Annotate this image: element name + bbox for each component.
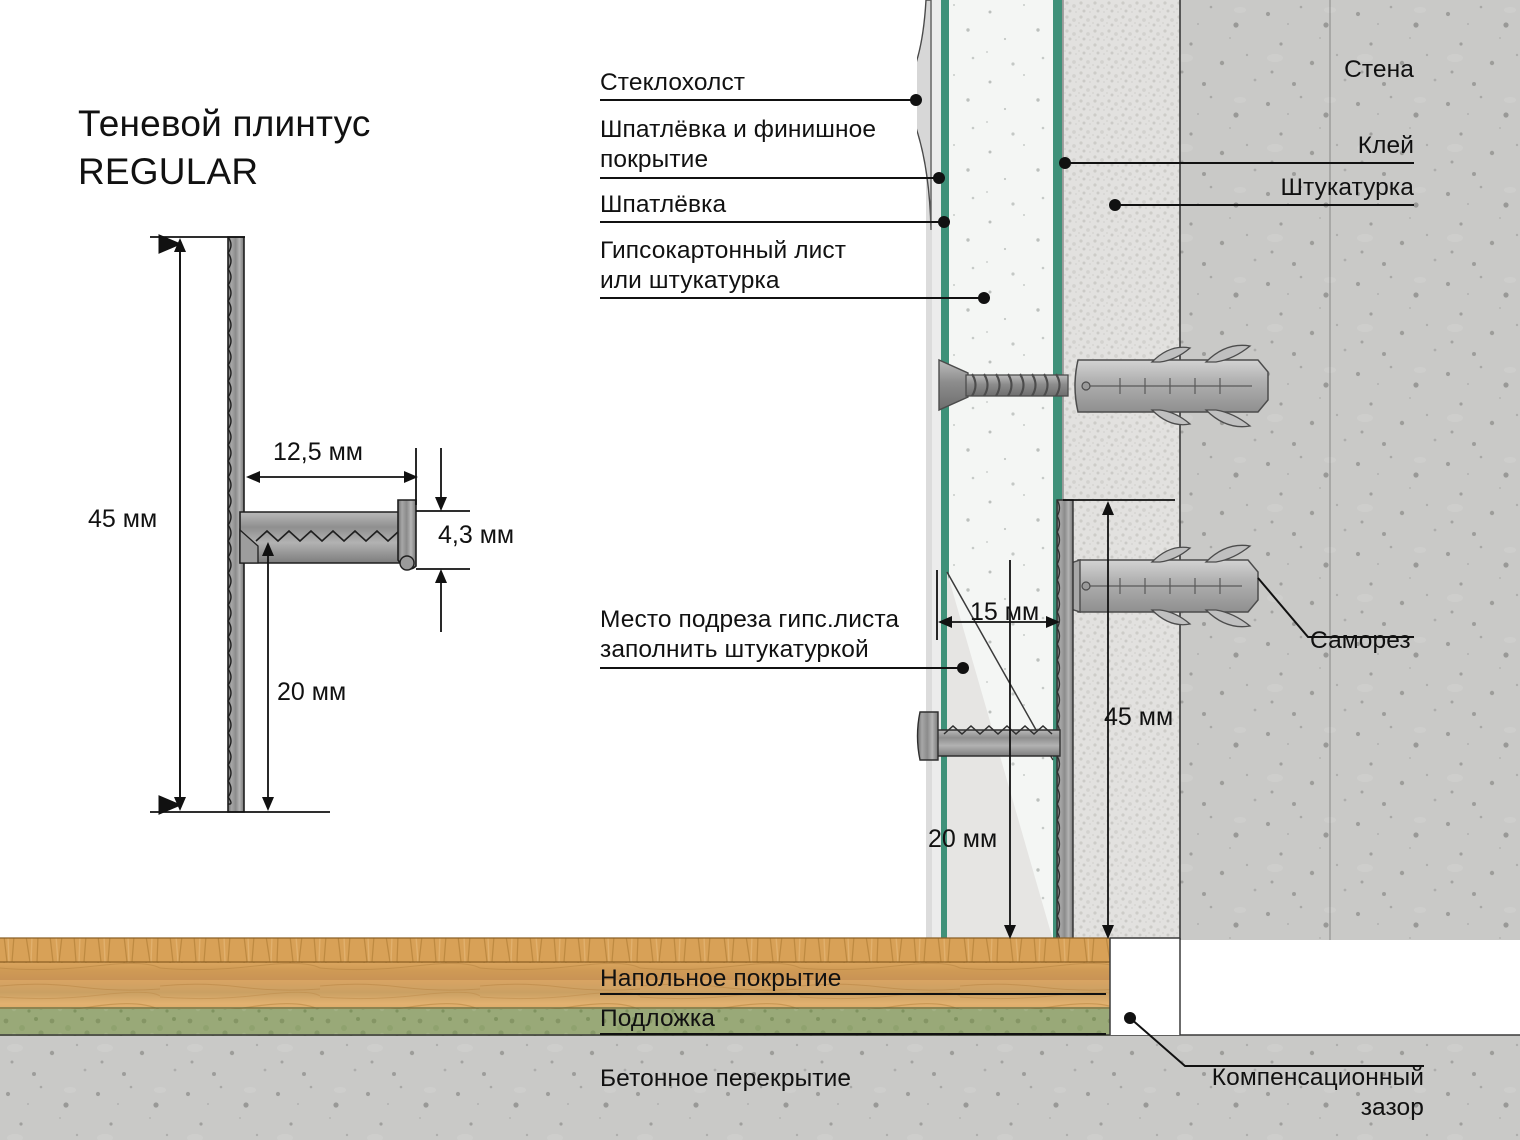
label-napolnoe-pokrytie: Напольное покрытие [600,965,842,992]
floor-concrete-slab [0,1035,1520,1140]
dimension-gap-15: 15 мм [970,598,1040,626]
label-betonnoe-perekrytie: Бетонное перекрытие [600,1065,852,1092]
label-samorez: Саморез [1310,627,1411,654]
dowel-wing-bot2 [1204,409,1252,428]
label-mesto-podreza: Место подреза гипс.листа заполнить штука… [600,606,900,663]
expansion-gap [1110,938,1180,1035]
wall-assembly [917,0,1520,940]
fiberglass-mesh-layer [926,0,932,940]
dowel-wing-top [1150,346,1192,363]
label-gipsokarton: Гипсокартонный лист или штукатурка [600,237,847,294]
wall-concrete [1180,0,1520,940]
leader-lines-left [600,94,990,674]
label-podlozhka: Подложка [600,1005,715,1032]
screw-head-icon [938,358,969,412]
leader-lines-floor [600,993,1106,1035]
dimension-thickness-4-3: 4,3 мм [438,521,515,549]
fiberglass-peel [917,0,932,231]
dimension-lines-left [150,234,470,815]
glue-line-outer [1053,0,1062,940]
floor-wood-top [0,938,1110,963]
floor-underlay [0,1008,1110,1036]
label-shpatlevka: Шпатлёвка [600,191,727,218]
putty-finish-layer [931,0,941,940]
dowel-wing-bot2-lower [1204,609,1252,628]
page-title: Теневой плинтус REGULAR [78,100,371,196]
title-line2: REGULAR [78,151,259,192]
label-stena: Стена [1344,56,1414,83]
dowel-wing-top-lower [1150,546,1192,563]
label-shtukaturka: Штукатурка [1280,174,1414,201]
dimension-height-45: 45 мм [88,505,158,533]
floor-wood-body [0,962,1110,1009]
label-steklokholst: Стеклохолст [600,69,746,96]
screw-and-dowel-upper [938,344,1269,428]
dowel-wing-bot-lower [1150,609,1192,626]
dimension-lower-leg-20: 20 мм [277,678,347,706]
floor-assembly [0,937,1520,1140]
dowel-wing-top2-lower [1204,544,1252,563]
label-shpatlevka-finish: Шпатлёвка и финишное покрытие [600,116,877,173]
label-kompensacionnyy-zazor: Компенсационный зазор [1211,1064,1424,1121]
wall-plaster [1063,0,1180,940]
profile-shelf [927,729,1061,757]
profile-lip [916,711,939,761]
dowel-wing-top2 [1204,344,1252,363]
dimension-height-45-assembly: 45 мм [1104,703,1174,731]
dimension-depth-12-5: 12,5 мм [273,438,363,466]
leader-lines-right [1059,157,1424,1067]
screw-shaft [965,374,1069,397]
profile-section-drawing [227,236,417,813]
glue-line-inner [941,0,949,940]
title-line1: Теневой плинтус [78,103,371,144]
label-kley: Клей [1357,132,1414,159]
dowel-wing-bot [1150,409,1192,426]
dimension-lower-leg-20-assembly: 20 мм [928,825,998,853]
screw-thread [971,373,1061,397]
dimension-lines-assembly [936,499,1175,939]
